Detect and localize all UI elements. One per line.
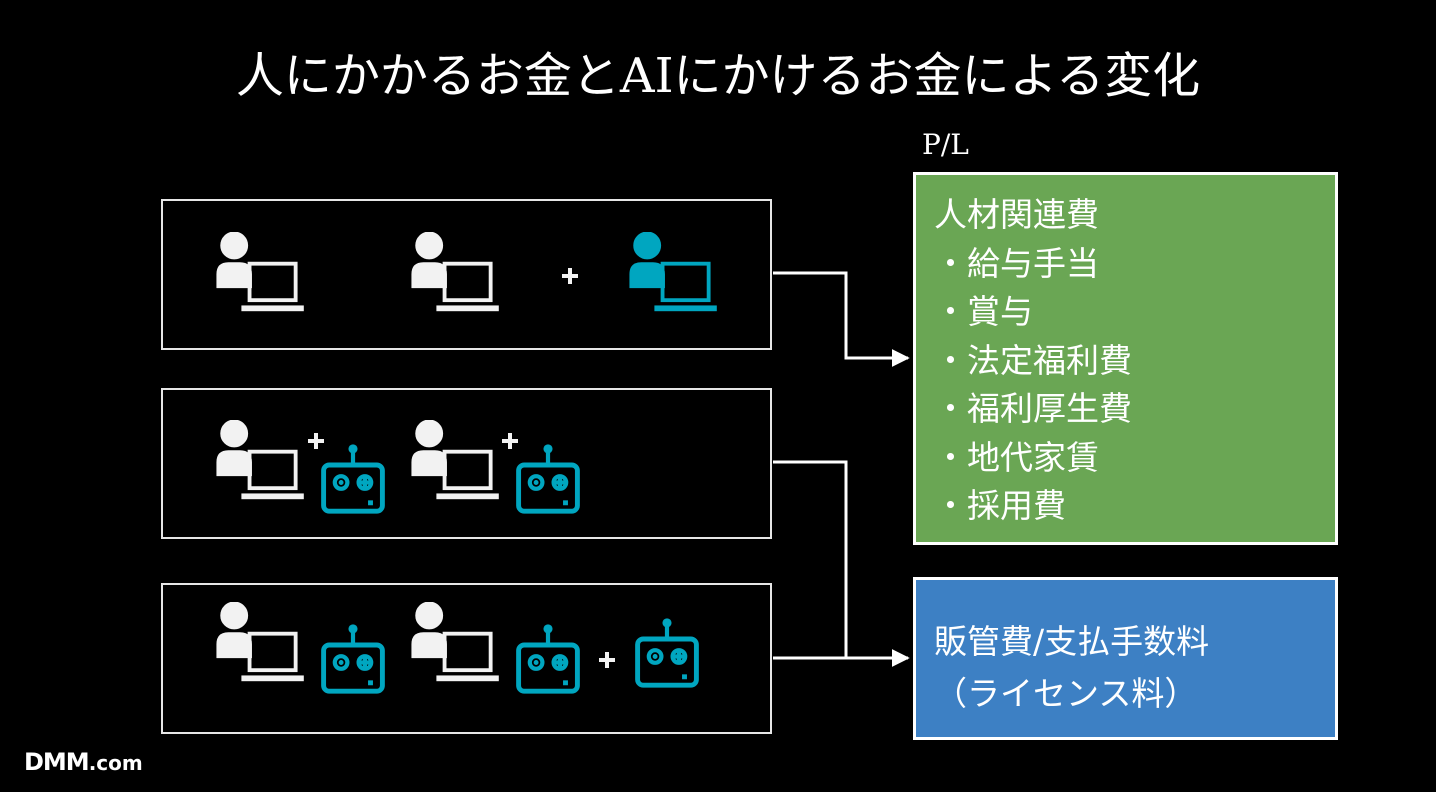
panel-people-with-ai <box>161 388 772 539</box>
sga-costs-box: 販管費/支払手数料 （ライセンス料） <box>913 577 1338 740</box>
sga-costs-line1: 販管費/支払手数料 <box>934 622 1210 661</box>
robot-icon <box>638 619 697 686</box>
connector-panel2 <box>773 460 848 658</box>
person-with-laptop-icon <box>410 420 501 501</box>
person-with-laptop-icon <box>215 232 306 313</box>
person-with-laptop-icon <box>628 232 719 313</box>
person-with-laptop-icon <box>410 602 501 683</box>
logo-main: DMM <box>24 748 90 776</box>
personnel-cost-item: ・地代家賃 <box>934 437 1099 477</box>
personnel-cost-item: ・給与手当 <box>934 243 1099 283</box>
personnel-cost-item: ・賞与 <box>934 292 1033 331</box>
personnel-cost-item: ・法定福利費 <box>934 340 1132 380</box>
pl-label: P/L <box>922 128 969 161</box>
slide-title: 人にかかるお金とAIにかけるお金による変化 <box>235 48 1201 104</box>
plus-icon <box>308 433 324 449</box>
personnel-cost-item: ・福利厚生費 <box>934 389 1132 428</box>
arrow-panel1-to-personnel-costs <box>773 271 910 367</box>
dmm-logo: DMM.com <box>24 748 143 776</box>
person-with-laptop-icon <box>410 232 501 313</box>
robot-icon <box>519 445 578 512</box>
sga-costs-line2: （ライセンス料） <box>934 674 1198 713</box>
plus-icon <box>562 268 578 284</box>
plus-icon <box>599 652 615 668</box>
logo-suffix: .com <box>88 751 143 775</box>
robot-icon <box>324 445 383 512</box>
personnel-costs-heading: 人材関連費 <box>934 195 1099 234</box>
panel-people-with-extra-ai <box>161 583 772 734</box>
personnel-costs-box: 人材関連費 ・給与手当 ・賞与 ・法定福利費 ・福利厚生費 ・地代家賃 ・採用費 <box>913 172 1338 545</box>
person-with-laptop-icon <box>215 602 306 683</box>
plus-icon <box>502 433 518 449</box>
robot-icon <box>519 625 578 692</box>
robot-icon <box>324 625 383 692</box>
panel-people-only <box>161 199 772 350</box>
person-with-laptop-icon <box>215 420 306 501</box>
personnel-cost-item: ・採用費 <box>934 486 1066 525</box>
